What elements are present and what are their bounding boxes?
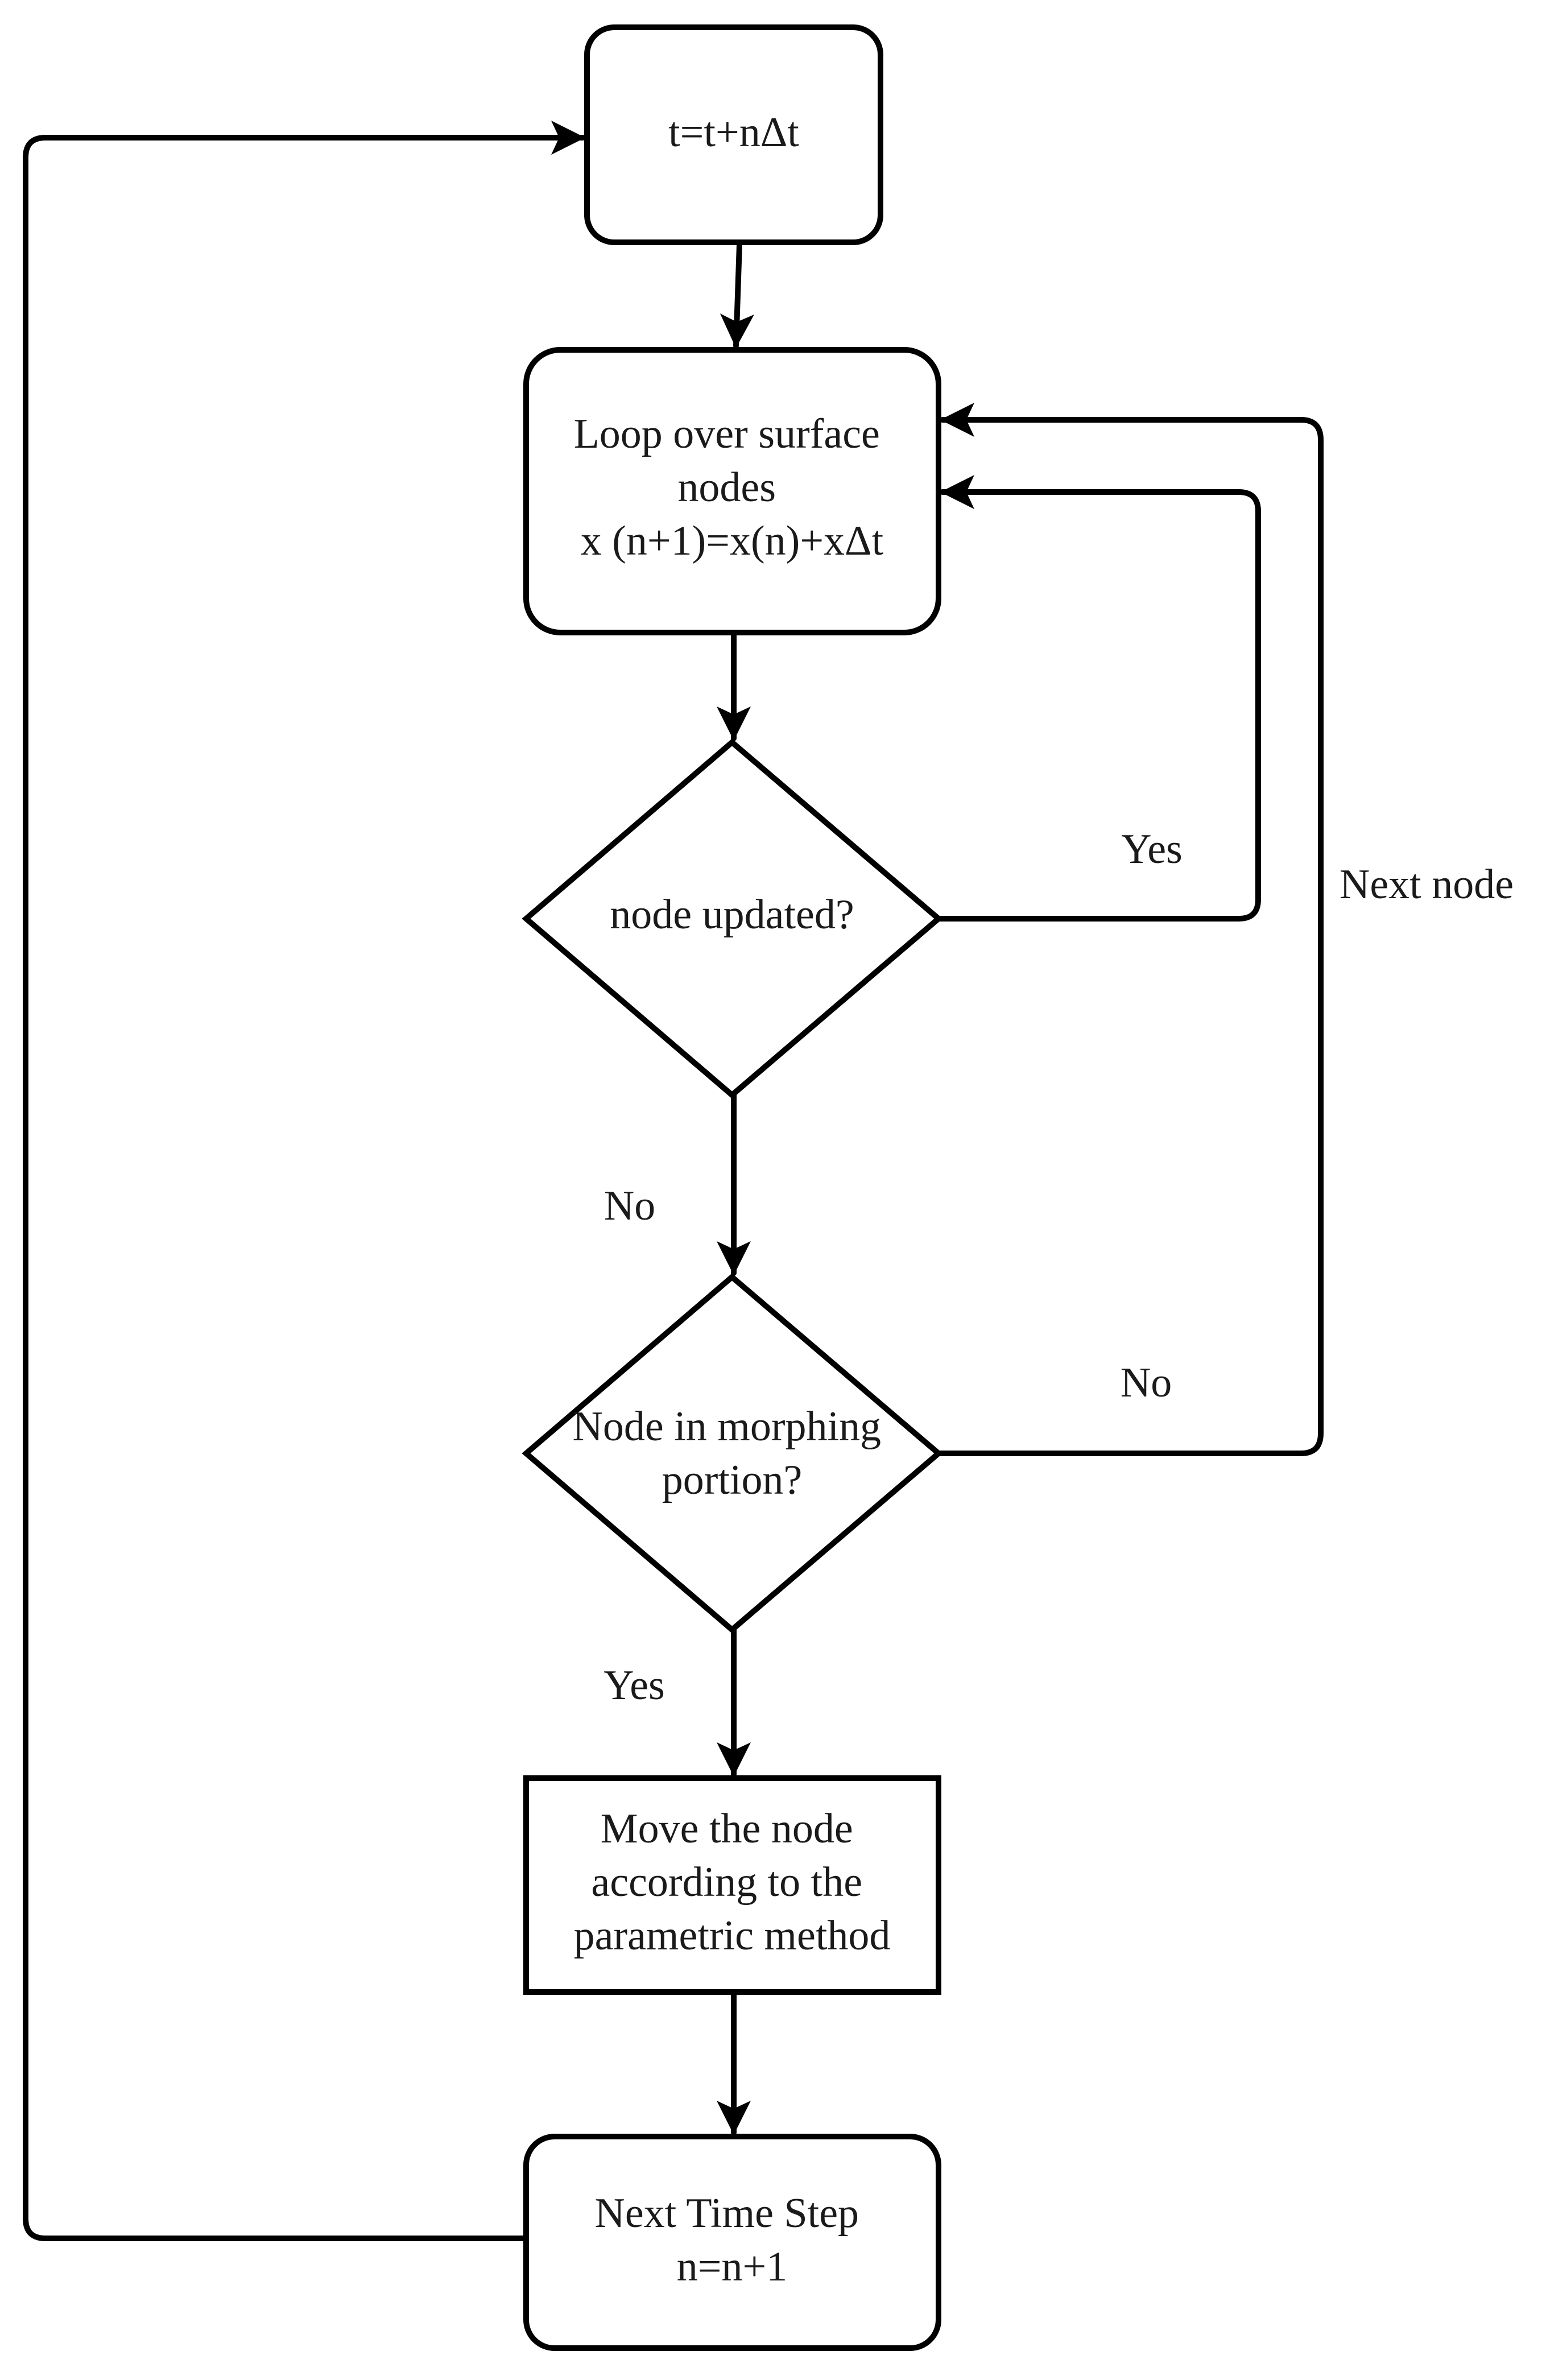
time-update-node: t=t+nΔt	[584, 24, 883, 245]
label-morphing-no: No	[1121, 1360, 1172, 1406]
loop-nodes-line-2: nodes	[677, 464, 776, 511]
svg-text:Next Time Step n=n+1: Next Time Step n=n+1	[594, 2190, 869, 2290]
node-in-morphing-line-2: portion?	[662, 1457, 803, 1503]
svg-text:Loop over surface nodes: Loop over surface nodes x (n+1)=x(n)+xΔt	[574, 411, 891, 564]
svg-text:t=t+nΔt: t=t+nΔt	[668, 109, 799, 156]
loop-surface-nodes-node: Loop over surface nodes x (n+1)=x(n)+xΔt	[523, 347, 941, 635]
arrow-morphing-no-next-node	[936, 403, 1324, 1456]
node-in-morphing-decision: Node in morphing portion?	[522, 1273, 943, 1634]
move-node-process: Move the node according to the parametri…	[523, 1775, 941, 1995]
loop-nodes-line-3: x (n+1)=x(n)+xΔt	[581, 518, 884, 564]
label-next-node: Next node	[1340, 861, 1514, 908]
next-time-step-node: Next Time Step n=n+1	[523, 2134, 941, 2351]
next-time-step-line-2: n=n+1	[677, 2243, 787, 2290]
arrow-updated-yes-loop	[936, 475, 1261, 922]
next-time-step-line-1: Next Time Step	[594, 2190, 859, 2237]
move-node-line-1: Move the node	[601, 1805, 853, 1852]
svg-text:Move the node according: Move the node according to the parametri…	[574, 1805, 891, 1959]
label-morphing-yes: Yes	[603, 1662, 665, 1709]
svg-text:node updated?: node updated?	[610, 891, 854, 938]
move-node-line-2: according to the	[591, 1859, 862, 1906]
label-updated-no: No	[604, 1183, 655, 1229]
loop-nodes-line-1: Loop over surface	[574, 411, 880, 457]
arrow-next-step-to-time	[23, 121, 586, 2241]
time-update-text: t=t+nΔt	[668, 109, 799, 156]
node-updated-text: node updated?	[610, 891, 854, 938]
svg-text:Node in morphing portion: Node in morphing portion?	[572, 1403, 891, 1503]
node-in-morphing-line-1: Node in morphing	[572, 1403, 881, 1450]
move-node-line-3: parametric method	[574, 1912, 891, 1959]
arrow-time-to-loop	[720, 242, 754, 349]
node-updated-decision: node updated?	[522, 738, 943, 1099]
label-updated-yes: Yes	[1121, 826, 1183, 873]
